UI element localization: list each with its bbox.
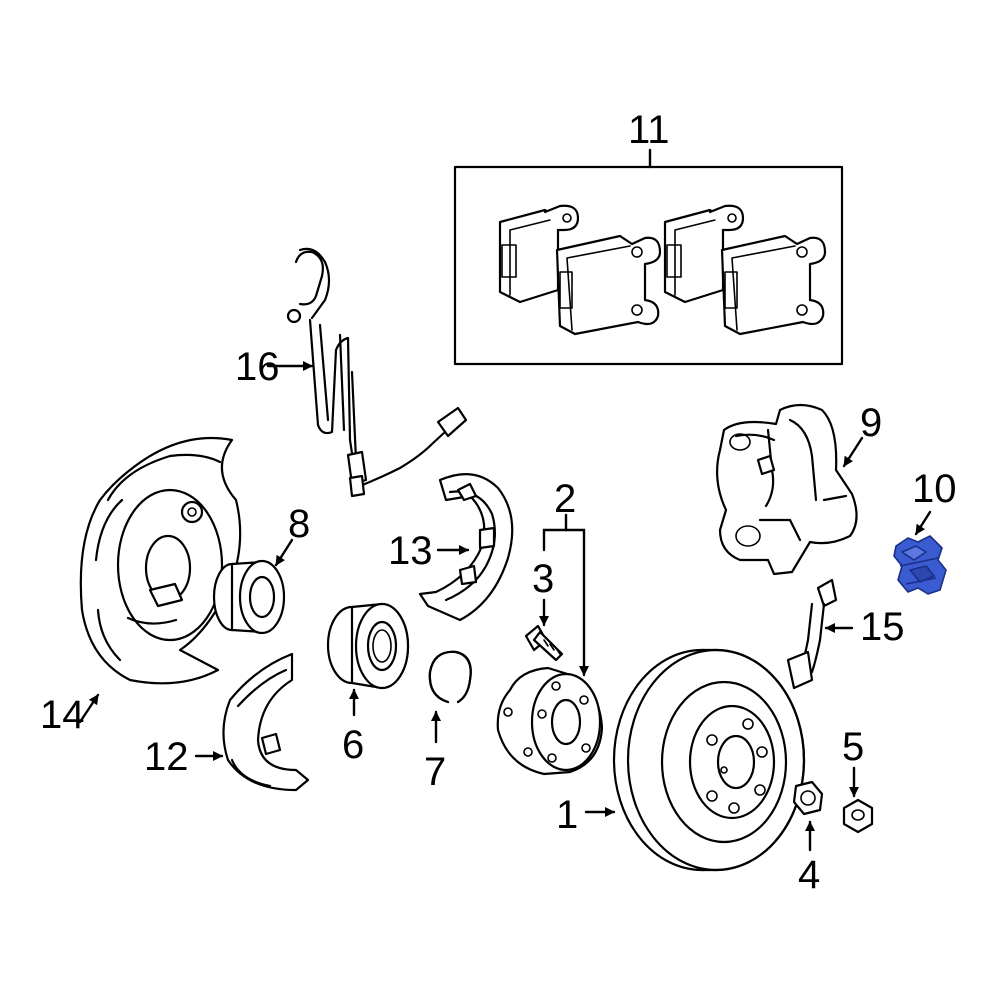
callout-14: 14 xyxy=(40,693,85,737)
part-7-snap-ring[interactable] xyxy=(428,650,472,704)
part-12-parking-brake-shoe[interactable] xyxy=(222,652,310,792)
part-10-caliper-clip-highlighted[interactable] xyxy=(893,535,947,595)
part-6-hub-bearing[interactable] xyxy=(326,602,410,690)
part-1-rotor[interactable] xyxy=(612,648,806,872)
part-9-caliper[interactable] xyxy=(715,403,858,576)
pad-set-right xyxy=(663,204,827,336)
callout-13: 13 xyxy=(388,529,433,573)
callout-9: 9 xyxy=(860,401,882,445)
callout-16: 16 xyxy=(235,345,280,389)
callout-11: 11 xyxy=(628,108,670,152)
part-16-abs-sensor-harness[interactable] xyxy=(286,247,468,498)
part-14-dust-shield[interactable] xyxy=(79,436,242,685)
callout-10: 10 xyxy=(912,467,957,511)
callout-3: 3 xyxy=(532,557,554,601)
callout-6: 6 xyxy=(342,723,364,767)
part-11-brake-pads[interactable] xyxy=(453,148,844,366)
callout-8: 8 xyxy=(288,502,310,546)
callout-5: 5 xyxy=(842,725,864,769)
part-2-hub[interactable] xyxy=(496,666,604,776)
part-13-parking-brake-shoe[interactable] xyxy=(418,473,514,622)
callout-15: 15 xyxy=(860,605,905,649)
part-5-lug-nut[interactable] xyxy=(842,798,874,834)
callout-4: 4 xyxy=(798,853,820,897)
pad-set-left xyxy=(498,204,662,336)
part-4-nut[interactable] xyxy=(792,780,824,816)
part-3-wheel-stud[interactable] xyxy=(524,624,564,662)
callout-12: 12 xyxy=(144,735,189,779)
callout-2: 2 xyxy=(554,477,576,521)
part-15-brake-hose[interactable] xyxy=(786,578,838,690)
callout-1: 1 xyxy=(556,793,578,837)
part-8-bearing[interactable] xyxy=(212,559,286,635)
callout-7: 7 xyxy=(424,750,446,794)
